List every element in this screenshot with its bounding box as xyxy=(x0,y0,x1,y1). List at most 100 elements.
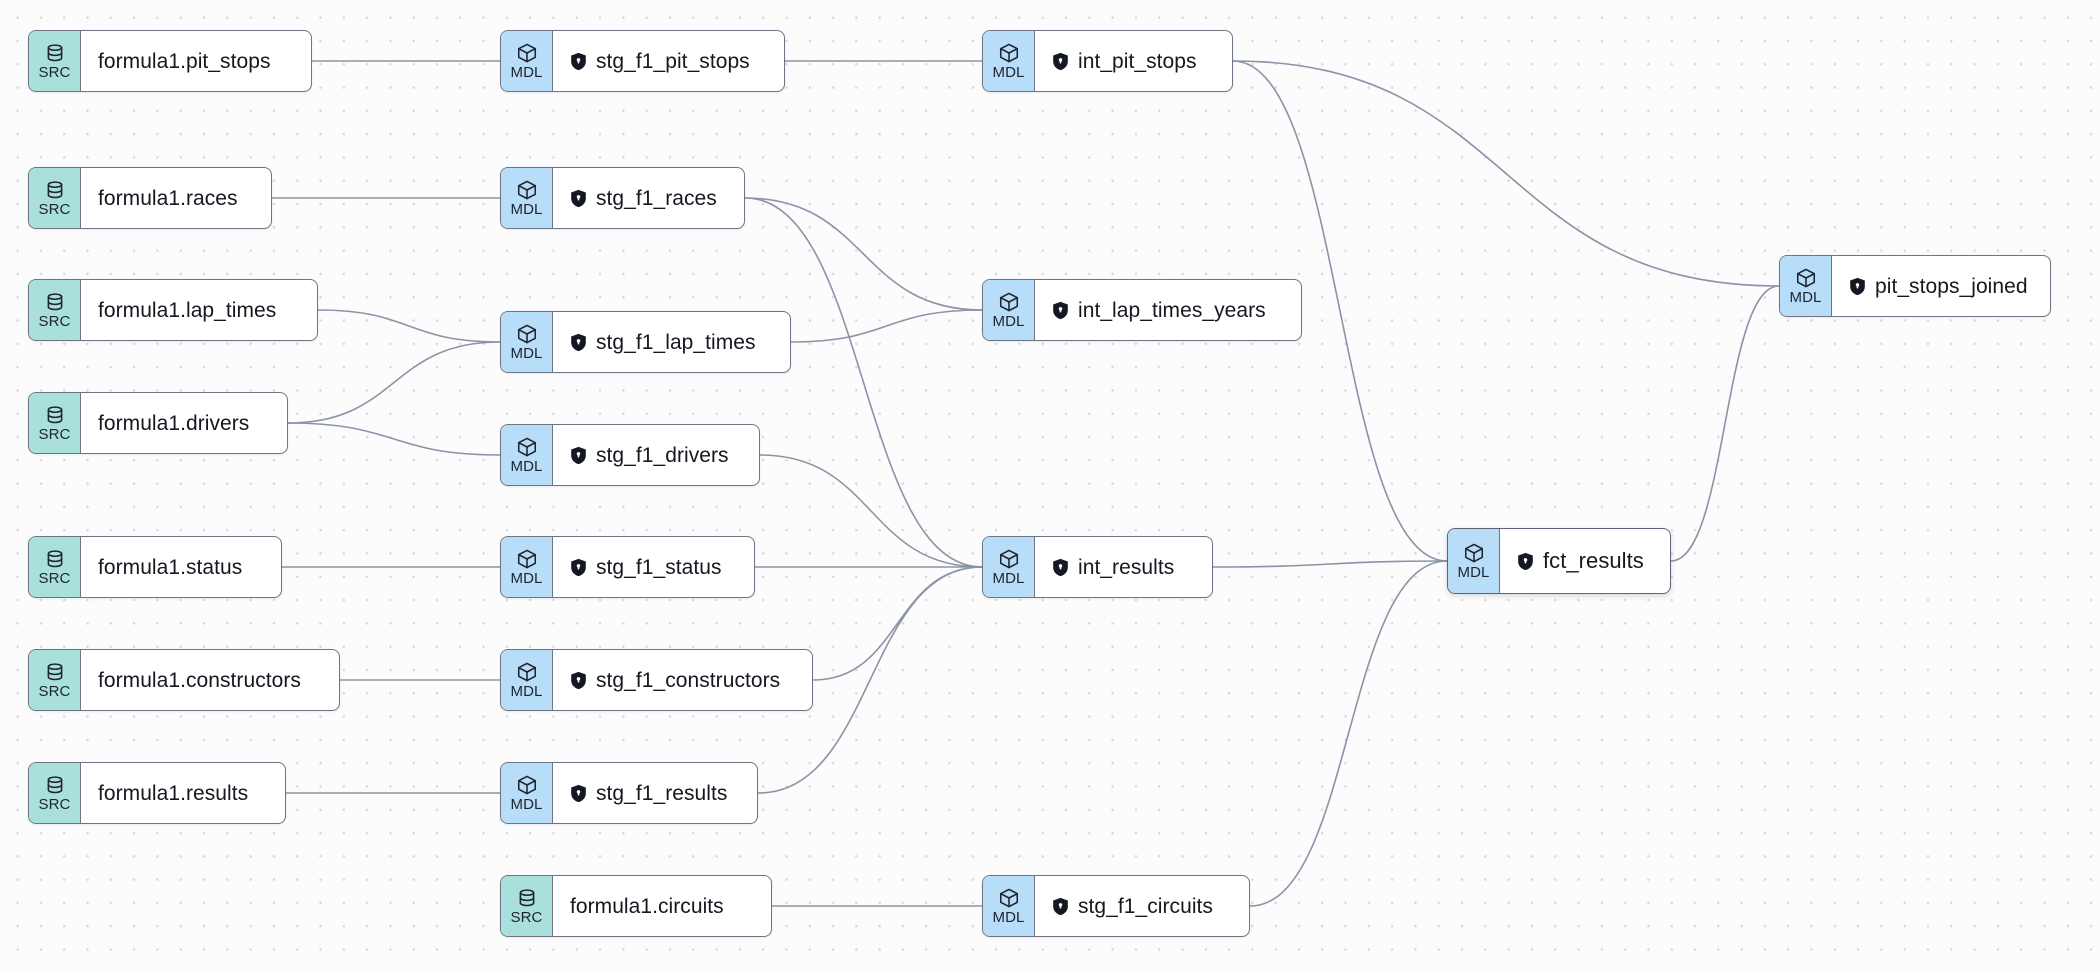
node-label: stg_f1_circuits xyxy=(1078,894,1213,918)
edge-stg_races-to-int_results xyxy=(744,197,983,568)
node-body: stg_f1_drivers xyxy=(553,425,759,485)
cube-icon: MDL xyxy=(983,876,1035,936)
shield-icon xyxy=(570,558,587,577)
node-kind-label: MDL xyxy=(992,909,1025,926)
node-body: stg_f1_status xyxy=(553,537,754,597)
database-icon: SRC xyxy=(29,168,81,228)
cube-icon: MDL xyxy=(501,763,553,823)
node-label: formula1.races xyxy=(98,186,238,210)
edge-fct_results-to-pit_stops_joined xyxy=(1670,285,1780,562)
node-kind-label: MDL xyxy=(992,570,1025,587)
node-kind-label: MDL xyxy=(1457,564,1490,581)
node-kind-label: SRC xyxy=(38,570,71,587)
shield-icon xyxy=(570,784,587,803)
graph-node-src_circuits[interactable]: SRC formula1.circuits xyxy=(500,875,772,937)
graph-node-fct_results[interactable]: MDL fct_results xyxy=(1447,528,1671,594)
node-kind-label: MDL xyxy=(992,64,1025,81)
node-body: stg_f1_races xyxy=(553,168,744,228)
node-label: stg_f1_drivers xyxy=(596,443,729,467)
node-label: stg_f1_constructors xyxy=(596,668,781,692)
edge-stg_races-to-int_lap_times_years xyxy=(744,197,983,311)
node-body: int_results xyxy=(1035,537,1212,597)
cube-icon: MDL xyxy=(501,650,553,710)
node-label: formula1.circuits xyxy=(570,894,724,918)
node-body: formula1.constructors xyxy=(81,650,339,710)
shield-icon xyxy=(1052,301,1069,320)
node-kind-label: MDL xyxy=(510,796,543,813)
cube-icon: MDL xyxy=(1780,256,1832,316)
edge-src_drivers-to-stg_lap_times xyxy=(287,341,501,424)
shield-icon xyxy=(570,333,587,352)
node-label: int_lap_times_years xyxy=(1078,298,1266,322)
node-body: stg_f1_results xyxy=(553,763,757,823)
node-label: int_pit_stops xyxy=(1078,49,1197,73)
cube-icon: MDL xyxy=(501,537,553,597)
graph-node-int_results[interactable]: MDL int_results xyxy=(982,536,1213,598)
edge-stg_circuits-to-fct_results xyxy=(1249,560,1448,907)
edge-int_pit_stops-to-pit_stops_joined xyxy=(1232,60,1780,287)
graph-node-stg_results[interactable]: MDL stg_f1_results xyxy=(500,762,758,824)
node-kind-label: MDL xyxy=(510,345,543,362)
node-label: fct_results xyxy=(1543,548,1644,573)
node-label: formula1.constructors xyxy=(98,668,301,692)
graph-node-int_pit_stops[interactable]: MDL int_pit_stops xyxy=(982,30,1233,92)
cube-icon: MDL xyxy=(501,31,553,91)
cube-icon: MDL xyxy=(501,312,553,372)
edge-stg_lap_times-to-int_lap_times_years xyxy=(790,309,983,343)
cube-icon: MDL xyxy=(983,280,1035,340)
node-kind-label: SRC xyxy=(38,683,71,700)
node-kind-label: SRC xyxy=(38,201,71,218)
node-label: stg_f1_results xyxy=(596,781,728,805)
node-kind-label: MDL xyxy=(992,313,1025,330)
node-label: formula1.pit_stops xyxy=(98,49,271,73)
shield-icon xyxy=(1052,558,1069,577)
graph-node-stg_drivers[interactable]: MDL stg_f1_drivers xyxy=(500,424,760,486)
graph-node-src_drivers[interactable]: SRC formula1.drivers xyxy=(28,392,288,454)
node-body: fct_results xyxy=(1500,529,1670,593)
node-body: formula1.races xyxy=(81,168,271,228)
node-kind-label: MDL xyxy=(510,64,543,81)
graph-node-stg_pit_stops[interactable]: MDL stg_f1_pit_stops xyxy=(500,30,785,92)
edge-int_results-to-fct_results xyxy=(1212,560,1448,568)
graph-node-src_pit_stops[interactable]: SRC formula1.pit_stops xyxy=(28,30,312,92)
graph-node-stg_status[interactable]: MDL stg_f1_status xyxy=(500,536,755,598)
graph-node-src_races[interactable]: SRC formula1.races xyxy=(28,167,272,229)
node-kind-label: SRC xyxy=(38,426,71,443)
database-icon: SRC xyxy=(29,537,81,597)
node-label: stg_f1_pit_stops xyxy=(596,49,750,73)
shield-icon xyxy=(570,446,587,465)
node-body: int_pit_stops xyxy=(1035,31,1232,91)
graph-node-stg_circuits[interactable]: MDL stg_f1_circuits xyxy=(982,875,1250,937)
cube-icon: MDL xyxy=(983,537,1035,597)
node-kind-label: SRC xyxy=(510,909,543,926)
node-kind-label: MDL xyxy=(510,570,543,587)
shield-icon xyxy=(1052,52,1069,71)
node-kind-label: MDL xyxy=(1789,289,1822,306)
graph-node-src_constructors[interactable]: SRC formula1.constructors xyxy=(28,649,340,711)
node-body: formula1.drivers xyxy=(81,393,287,453)
graph-node-stg_constructors[interactable]: MDL stg_f1_constructors xyxy=(500,649,813,711)
node-body: formula1.pit_stops xyxy=(81,31,311,91)
node-body: formula1.circuits xyxy=(553,876,771,936)
node-kind-label: SRC xyxy=(38,64,71,81)
database-icon: SRC xyxy=(29,650,81,710)
node-label: formula1.lap_times xyxy=(98,298,277,322)
shield-icon xyxy=(1849,277,1866,296)
node-label: stg_f1_status xyxy=(596,555,722,579)
node-label: formula1.drivers xyxy=(98,411,250,435)
shield-icon xyxy=(1517,552,1534,571)
cube-icon: MDL xyxy=(983,31,1035,91)
node-label: formula1.results xyxy=(98,781,249,805)
edge-src_lap_times-to-stg_lap_times xyxy=(317,309,501,343)
edge-stg_constructors-to-int_results xyxy=(812,566,983,681)
graph-node-int_lap_times_years[interactable]: MDL int_lap_times_years xyxy=(982,279,1302,341)
node-kind-label: MDL xyxy=(510,458,543,475)
